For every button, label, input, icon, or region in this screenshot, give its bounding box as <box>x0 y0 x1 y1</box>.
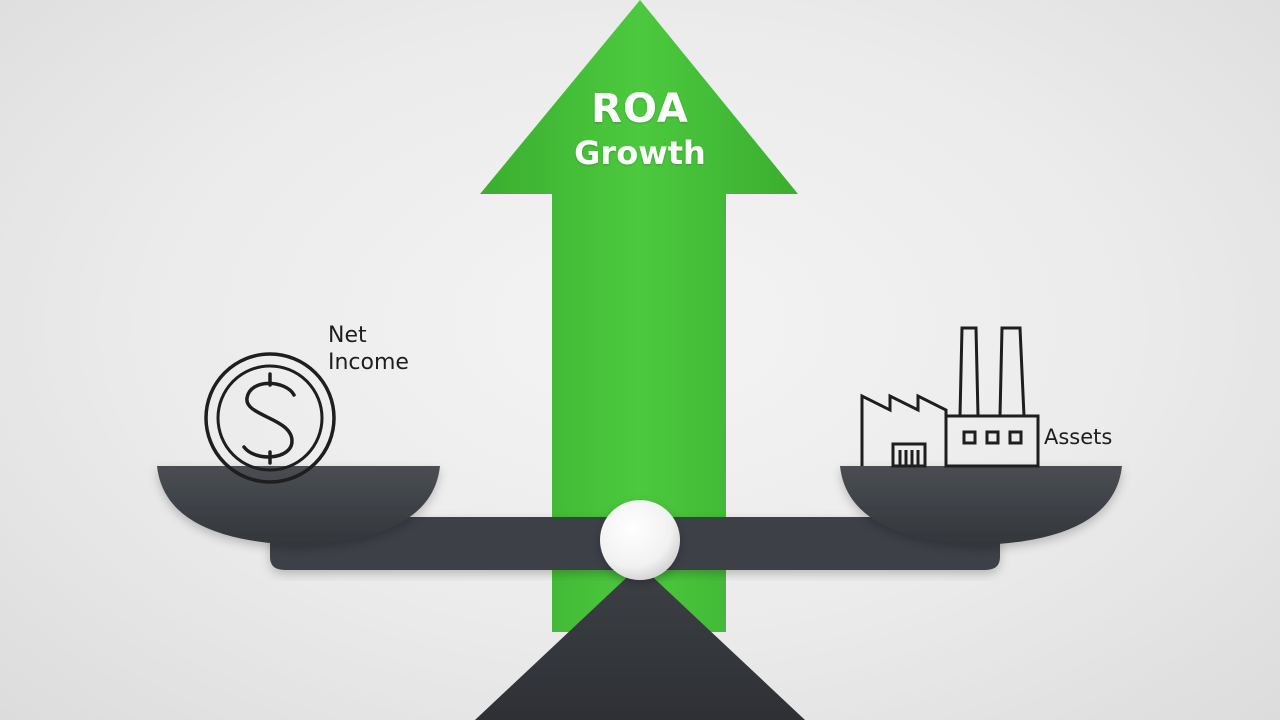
factory-icon <box>860 326 1040 468</box>
arrow-title-line1: ROA <box>591 86 689 132</box>
net-income-label-line1: Net <box>328 323 367 348</box>
arrow-title-line2: Growth <box>574 134 706 172</box>
assets-label: Assets <box>1044 425 1113 449</box>
net-income-label-line2: Income <box>328 350 409 375</box>
pivot-ball <box>600 500 680 580</box>
right-pan <box>840 466 1122 545</box>
scale-base <box>475 565 805 720</box>
growth-arrow <box>480 0 798 632</box>
dollar-coin-icon <box>204 352 336 484</box>
left-pan <box>157 466 440 545</box>
